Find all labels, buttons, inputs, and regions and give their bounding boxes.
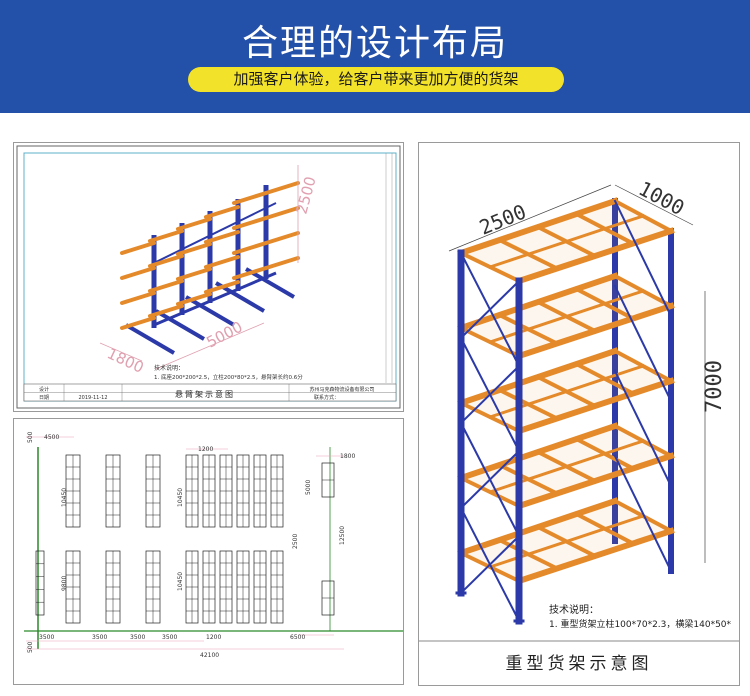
tech-text: 1. 底座200*200*2.5，立柱200*80*2.5，悬臂架长约0.6分 <box>154 373 303 381</box>
heavy-rack-drawing: 2500 1000 7000 技术说明： 1. 重型货架立柱100*70*2.3… <box>419 176 739 674</box>
dim-depth-label: 1000 <box>635 176 689 220</box>
tech-heading: 技术说明： <box>549 603 599 616</box>
heavy-rack-panel: 2500 1000 7000 技术说明： 1. 重型货架立柱100*70*2.3… <box>418 142 740 686</box>
dim-label: 3500 <box>130 634 145 641</box>
dim-label: 500 <box>27 431 34 443</box>
subtitle-pill: 加强客户体验，给客户带来更加方便的货架 <box>188 67 564 92</box>
layout-dimension-labels: 4500 1200 1800 10450 10450 5000 2500 125… <box>27 431 355 659</box>
cantilever-uprights <box>151 185 269 328</box>
dim-label: 1800 <box>340 453 355 460</box>
dim-label: 3500 <box>92 634 107 641</box>
layout-plan-drawing: 4500 1200 1800 10450 10450 5000 2500 125… <box>24 431 403 659</box>
rack-dimension-lines <box>448 184 706 563</box>
header-banner: 合理的设计布局 加强客户体验，给客户带来更加方便的货架 <box>0 0 750 113</box>
dim-label: 5000 <box>305 480 312 495</box>
dim-label: 9800 <box>61 576 68 591</box>
dim-label: 12500 <box>339 526 346 545</box>
dim-label: 4500 <box>44 434 59 441</box>
layout-plan-panel: 4500 1200 1800 10450 10450 5000 2500 125… <box>13 418 404 685</box>
cantilever-arms <box>120 181 300 330</box>
contact-label: 联系方式： <box>314 394 339 401</box>
dim-label: 500 <box>27 641 34 653</box>
dim-depth-label: 1800 <box>104 344 146 376</box>
dim-height-label: 7000 <box>702 360 727 413</box>
date-value: 2019-11-12 <box>78 395 107 401</box>
dim-label: 2500 <box>292 534 299 549</box>
page-title: 合理的设计布局 <box>241 23 508 64</box>
cantilever-dimension-lines <box>99 165 299 370</box>
dim-length-label: 5000 <box>203 318 245 352</box>
rack-block <box>35 550 45 616</box>
dim-label: 6500 <box>290 634 305 641</box>
tech-text: 1. 重型货架立柱100*70*2.3，横梁140*50* <box>549 618 732 630</box>
heavy-rack-structure <box>455 197 675 625</box>
dim-label: 10450 <box>61 488 68 507</box>
dim-label: 3500 <box>39 634 54 641</box>
dim-label: 3500 <box>162 634 177 641</box>
rack-blocks <box>35 454 335 624</box>
title-block: 设计 日期 2019-11-12 悬臂架示意图 苏州马克森物流设备有限公司 联系… <box>23 383 397 402</box>
date-label: 日期 <box>39 395 49 401</box>
cantilever-drawing-panel: 2500 1800 5000 技术说明： 1. 底座200*200*2.5，立柱… <box>13 142 404 412</box>
dim-label: 1200 <box>206 634 221 641</box>
dim-label: 10450 <box>177 572 184 591</box>
tech-heading: 技术说明： <box>154 364 184 372</box>
design-label: 设计 <box>39 386 49 393</box>
rack-caption: 重型货架示意图 <box>506 654 653 674</box>
layout-dimension-lines <box>26 436 344 650</box>
dim-label: 1200 <box>198 446 213 453</box>
drawing-title: 悬臂架示意图 <box>175 389 235 399</box>
dim-label: 42100 <box>200 652 219 659</box>
company-name: 苏州马克森物流设备有限公司 <box>309 386 374 393</box>
cantilever-drawing: 2500 1800 5000 技术说明： 1. 底座200*200*2.5，立柱… <box>16 145 401 409</box>
dim-height-label: 2500 <box>292 174 319 216</box>
dim-label: 10450 <box>177 488 184 507</box>
